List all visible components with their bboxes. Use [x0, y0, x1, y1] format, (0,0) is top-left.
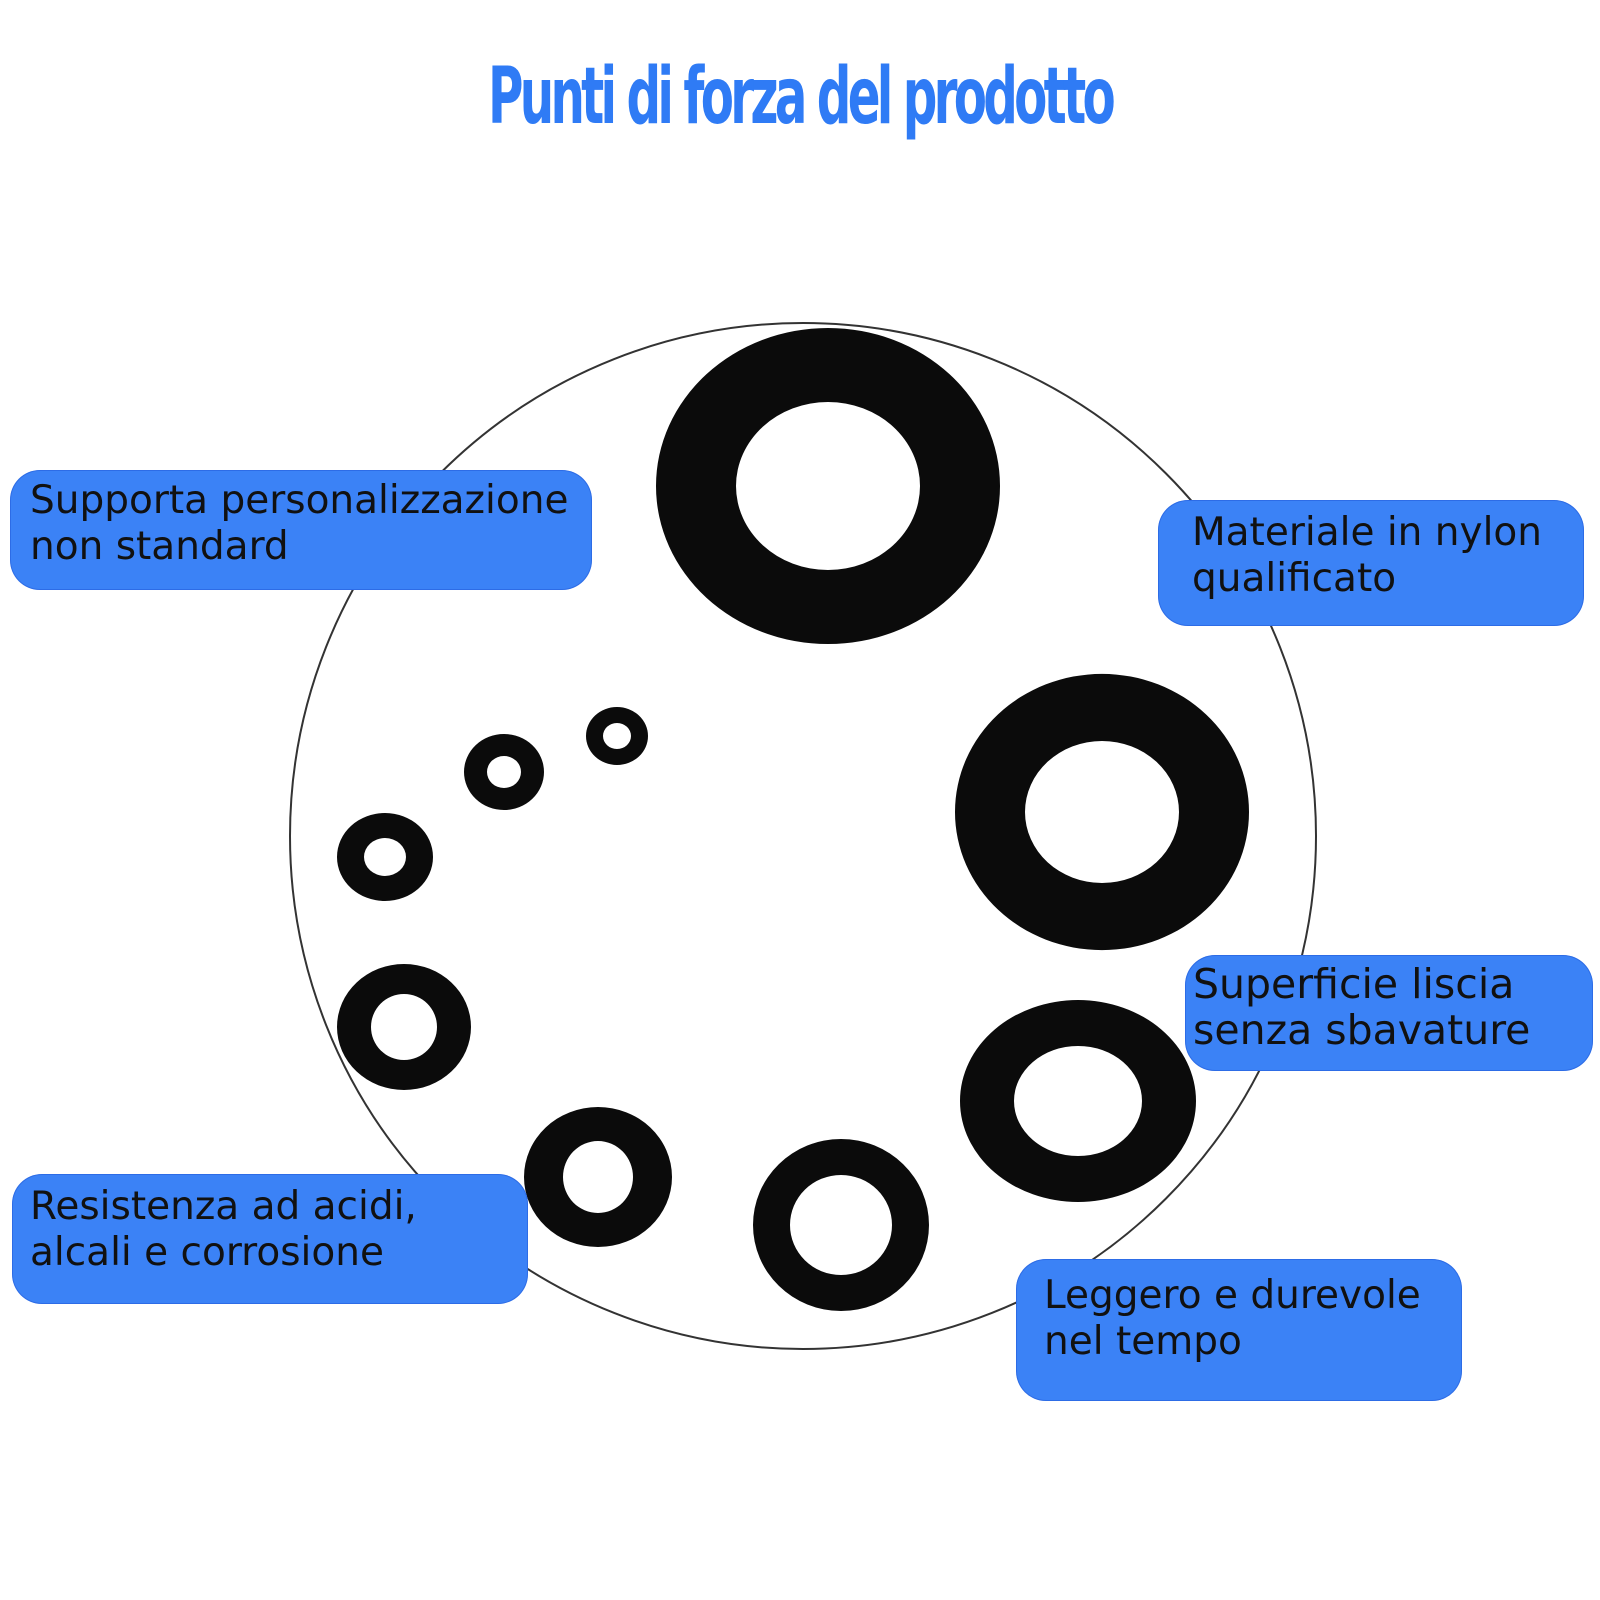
- feature-callout-surface: Superficie liscia senza sbavature: [1185, 955, 1593, 1071]
- feature-line: Resistenza ad acidi,: [30, 1184, 417, 1229]
- washer-tiniest: [586, 707, 648, 765]
- washer-small-bottom-left: [524, 1107, 672, 1247]
- washer-large-right: [954, 673, 1249, 951]
- feature-line: alcali e corrosione: [30, 1230, 384, 1275]
- washer-small-left: [337, 964, 471, 1090]
- washer-tiny-middle: [464, 734, 544, 810]
- feature-line: Leggero e durevole: [1044, 1273, 1421, 1318]
- feature-line: nel tempo: [1044, 1319, 1242, 1364]
- washer-medium-right: [960, 1000, 1196, 1202]
- feature-line: qualificato: [1192, 556, 1397, 601]
- washer-medium-bottom: [753, 1139, 929, 1311]
- feature-line: Superficie liscia: [1193, 960, 1515, 1008]
- washer-tiny-left: [337, 813, 433, 901]
- feature-line: non standard: [30, 524, 289, 569]
- page-title: Punti di forza del prodotto: [488, 52, 1116, 142]
- feature-line: Supporta personalizzazione: [30, 478, 569, 523]
- feature-callout-durable: Leggero e durevole nel tempo: [1016, 1259, 1462, 1401]
- feature-callout-material: Materiale in nylon qualificato: [1158, 500, 1584, 626]
- feature-callout-resistant: Resistenza ad acidi, alcali e corrosione: [12, 1174, 528, 1304]
- feature-callout-custom: Supporta personalizzazione non standard: [10, 470, 592, 590]
- feature-line: senza sbavature: [1193, 1006, 1531, 1054]
- feature-line: Materiale in nylon: [1192, 510, 1542, 555]
- washer-large-top: [656, 328, 1000, 644]
